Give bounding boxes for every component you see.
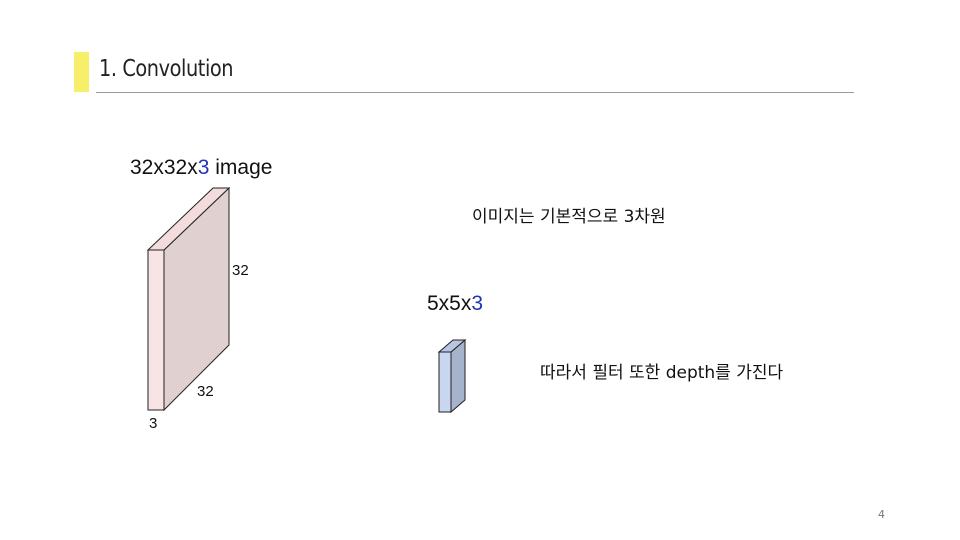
- image-volume-side: [163, 186, 230, 412]
- filter-caption-depth: 3: [471, 292, 484, 315]
- filter-depth-note: 따라서 필터 또한 depth를 가진다: [540, 363, 784, 383]
- page-number: 4: [878, 508, 885, 521]
- image-width-label: 32: [197, 383, 214, 400]
- title-divider: [96, 92, 854, 93]
- filter-volume-front: [438, 351, 452, 413]
- filter-volume-caption: 5x5x3: [427, 292, 483, 316]
- image-volume-front: [147, 249, 165, 411]
- image-dimension-note: 이미지는 기본적으로 3차원: [472, 207, 666, 227]
- image-height-label: 32: [232, 262, 249, 279]
- image-volume-caption: 32x32x3 image: [130, 156, 272, 180]
- title-accent-bar: [74, 52, 89, 92]
- image-caption-suffix: image: [209, 156, 273, 179]
- slide-title: 1. Convolution: [99, 56, 234, 82]
- image-depth-label: 3: [149, 415, 158, 432]
- image-caption-size: 32x32x: [130, 156, 198, 179]
- filter-caption-size: 5x5x: [427, 292, 472, 315]
- image-caption-depth: 3: [197, 156, 210, 179]
